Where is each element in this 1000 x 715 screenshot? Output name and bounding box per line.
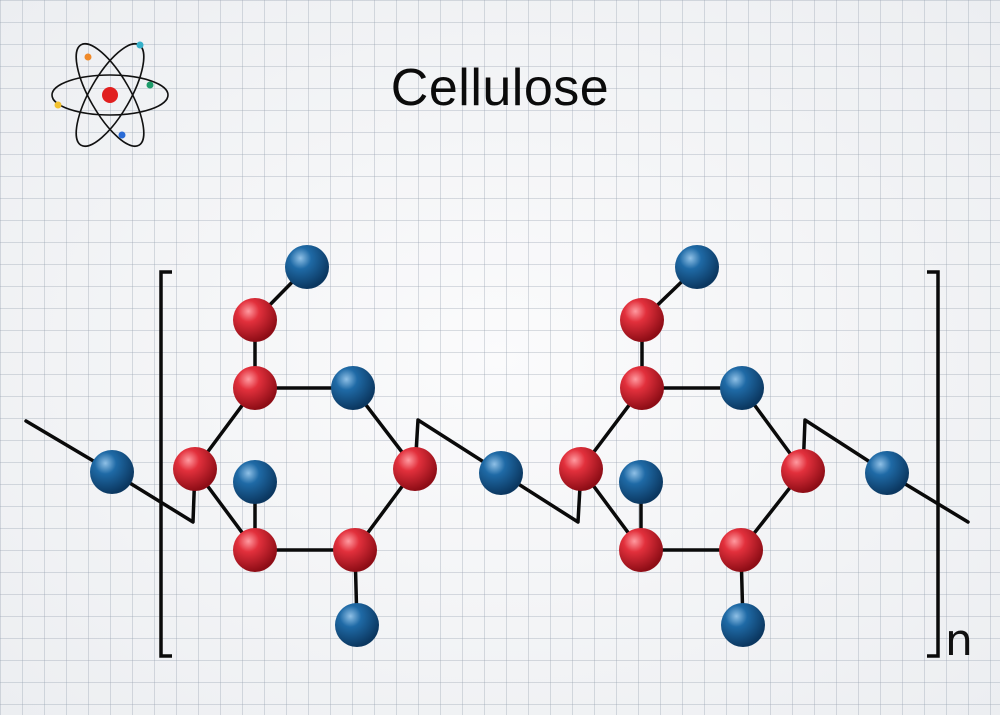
right-bracket	[927, 270, 940, 658]
oxygen-atom	[721, 603, 765, 647]
atom-icon	[51, 41, 169, 148]
atoms	[90, 245, 909, 647]
carbon-atom	[620, 298, 664, 342]
carbon-atom	[233, 366, 277, 410]
carbon-atom	[619, 528, 663, 572]
carbon-atom	[393, 447, 437, 491]
oxygen-atom	[90, 450, 134, 494]
carbon-atom	[781, 449, 825, 493]
oxygen-atom	[619, 460, 663, 504]
carbon-atom	[233, 528, 277, 572]
carbon-atom	[233, 298, 277, 342]
carbon-atom	[719, 528, 763, 572]
oxygen-atom	[335, 603, 379, 647]
carbon-atom	[559, 447, 603, 491]
oxygen-atom	[233, 460, 277, 504]
left-bracket	[159, 270, 172, 658]
oxygen-atom	[675, 245, 719, 289]
carbon-atom	[620, 366, 664, 410]
repeat-unit-subscript: n	[945, 615, 973, 666]
oxygen-atom	[285, 245, 329, 289]
oxygen-atom	[720, 366, 764, 410]
oxygen-atom	[331, 366, 375, 410]
carbon-atom	[333, 528, 377, 572]
bonds	[24, 265, 970, 627]
carbon-atom	[173, 447, 217, 491]
oxygen-atom	[479, 451, 523, 495]
page-title: Cellulose	[390, 59, 610, 117]
oxygen-atom	[865, 451, 909, 495]
